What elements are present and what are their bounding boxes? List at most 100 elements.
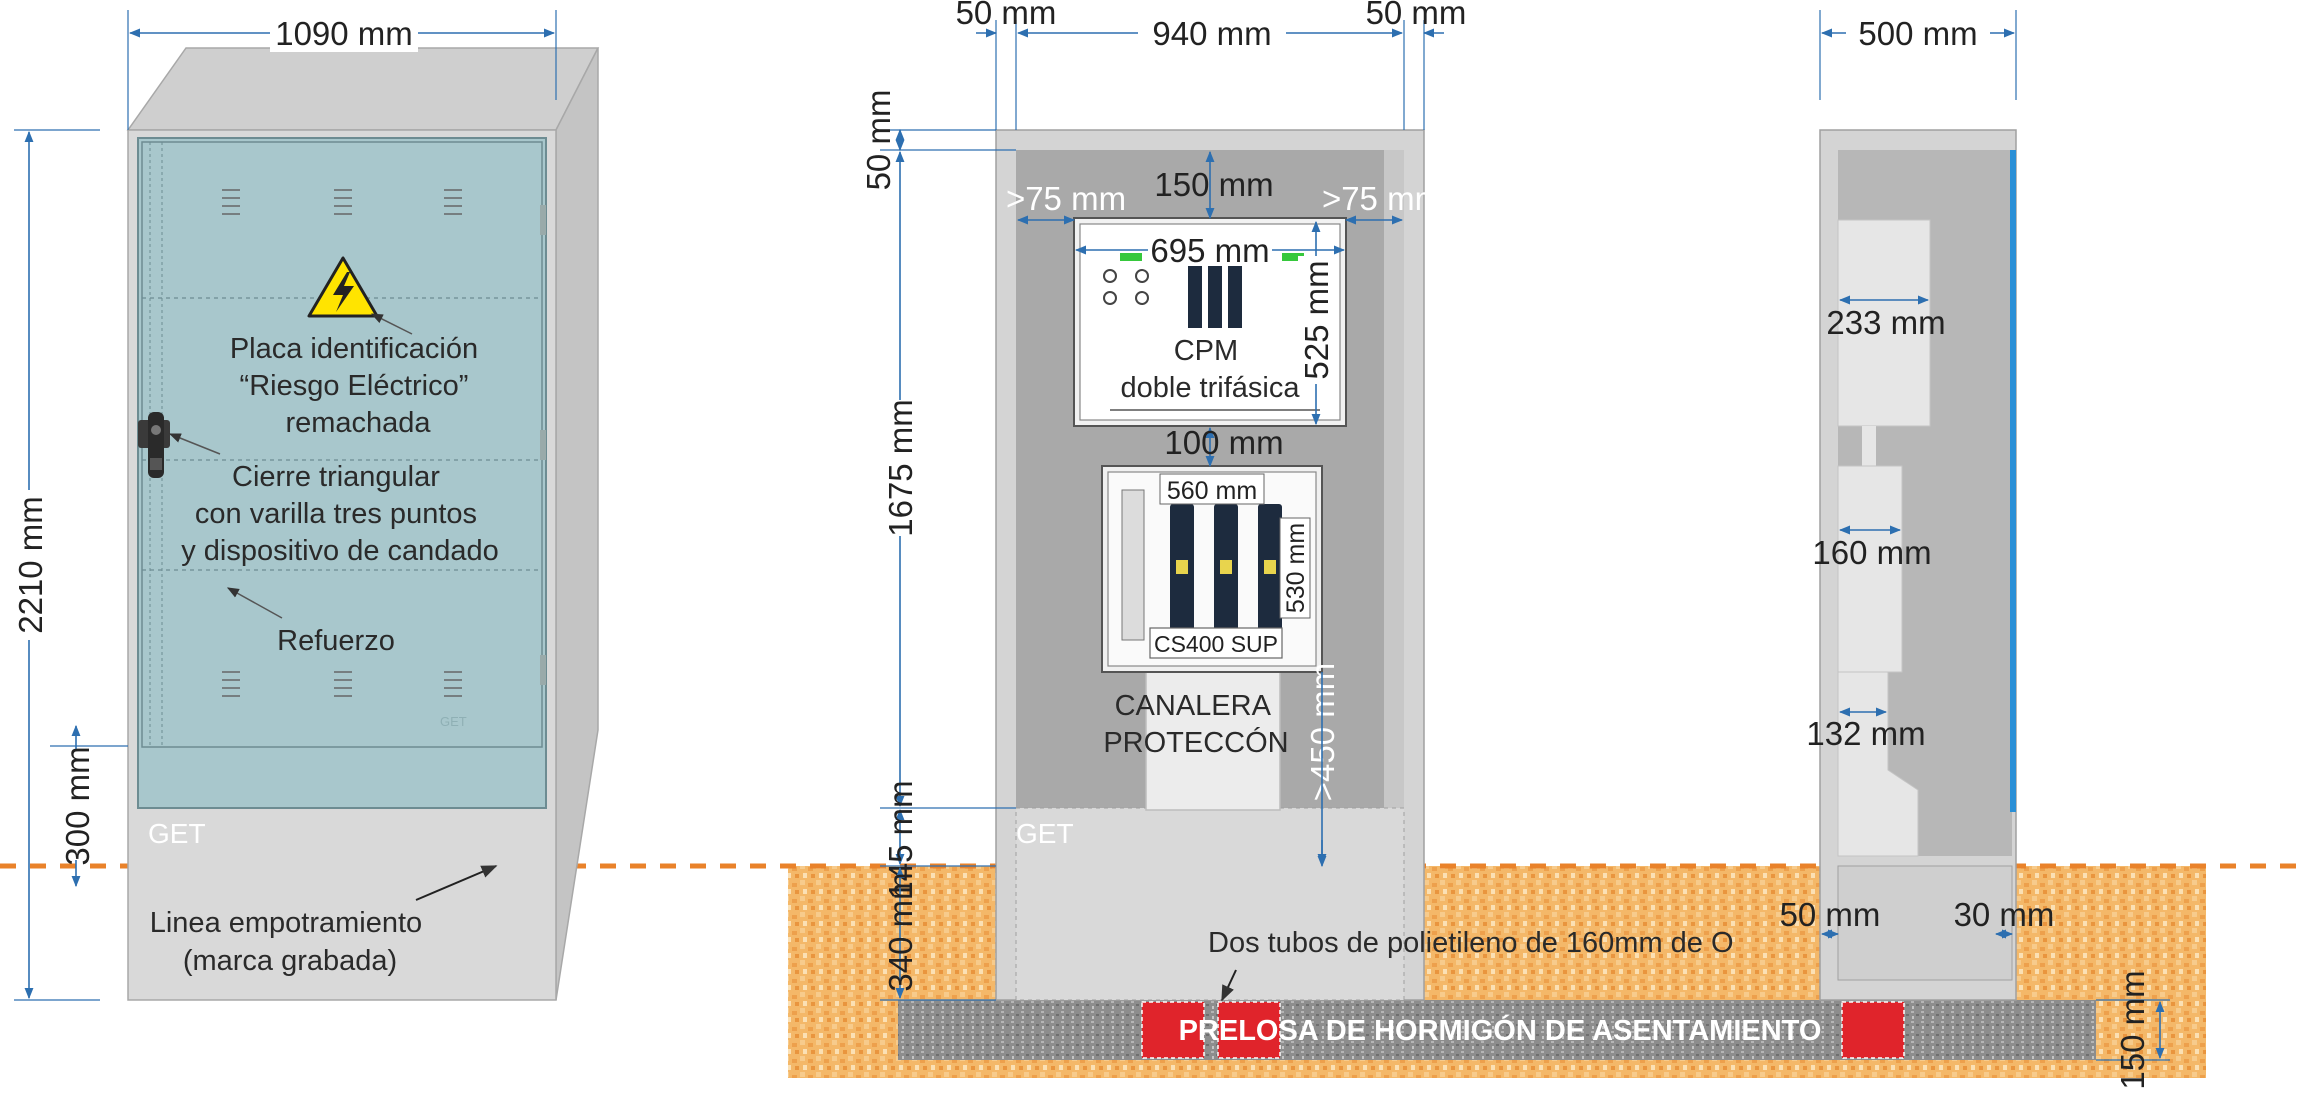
cpm-green-left-icon	[1120, 253, 1142, 261]
left-gap-dim: 50 mm	[956, 0, 1057, 31]
inner-width-dim: 940 mm	[1152, 15, 1271, 52]
right-gap-dim: 50 mm	[1366, 0, 1467, 31]
embed-note: Linea empotramiento (marca grabada)	[150, 907, 431, 977]
cs-height-dim: 530 mm	[1282, 523, 1310, 613]
embed-note-line-2: (marca grabada)	[183, 945, 397, 977]
channel-label-line-1: CANALERA	[1115, 690, 1272, 722]
reinforcement-leader	[226, 587, 283, 619]
clear-left-dim: >75 mm	[1006, 180, 1126, 217]
protection-channel	[1145, 667, 1281, 811]
cpm-fuse-2-icon	[1208, 266, 1222, 328]
plate-note-line-2: “Riesgo Eléctrico”	[240, 370, 469, 402]
cs-width-bg	[1159, 473, 1265, 505]
cpm-width-dim: 695 mm	[1150, 232, 1269, 269]
front-get-label: GET	[148, 818, 206, 849]
tube-2	[1217, 1001, 1281, 1059]
interior-get-label: GET	[1016, 818, 1074, 849]
cpm-height-dim: 525 mm	[1298, 260, 1335, 379]
cpm-fuse-1-icon	[1188, 266, 1202, 328]
door-inner-panel	[141, 141, 543, 748]
channel-depth-dim: 132 mm	[1806, 715, 1925, 752]
tubes-note: Dos tubos de polietileno de 160mm de O	[1208, 927, 1734, 959]
vent-group-bottom	[222, 671, 462, 697]
embed-note-line-1: Linea empotramiento	[150, 907, 422, 939]
side-base	[1837, 865, 2013, 981]
vent-top-1-icon	[222, 189, 240, 215]
side-channel-profile	[1837, 671, 1919, 857]
base-right-dim: 30 mm	[1954, 896, 2055, 933]
cpm-height-bg	[1298, 256, 1336, 384]
inner-height-dim: 1675 mm	[882, 399, 919, 537]
front-base-dim: 300 mm	[59, 746, 96, 865]
top-dim: 50 mm	[860, 90, 897, 191]
lock-note-line-1: Cierre triangular	[232, 461, 440, 493]
front-view: GET GET Placa identificación “Riesgo Elé…	[10, 10, 600, 1001]
channel-label-line-2: PROTECCÓN	[1103, 726, 1288, 759]
cs-indicator-1-icon	[1176, 560, 1188, 574]
slab-label: PRELOSA DE HORMIGÓN DE ASENTAMIENTO	[1179, 1013, 1822, 1047]
cabinet-top	[126, 47, 600, 131]
front-height-dim: 2210 mm	[12, 496, 49, 634]
tubes-leader	[1221, 969, 1237, 1002]
vent-bottom-3-icon	[444, 671, 462, 697]
slab-dim: 150 mm	[2114, 970, 2151, 1089]
cs-label-box	[1149, 627, 1283, 659]
plate-leader	[370, 313, 413, 335]
lock-note-line-2: con varilla tres puntos	[195, 498, 477, 530]
side-cpm-profile	[1837, 219, 1931, 427]
plate-note: Placa identificación “Riesgo Eléctrico” …	[230, 333, 486, 439]
cpm-label: CPM doble trifásica	[1121, 335, 1301, 404]
vent-group-top	[222, 189, 462, 215]
inner-height-bg	[882, 400, 918, 536]
side-cs-profile	[1837, 465, 1903, 673]
reinforcement-note: Refuerzo	[277, 625, 395, 657]
side-door-edge	[2010, 150, 2016, 812]
interior-right-wall	[1384, 150, 1404, 810]
lock-note: Cierre triangular con varilla tres punto…	[181, 461, 499, 567]
clear-right-dim: >75 mm	[1322, 180, 1442, 217]
tube-1	[1141, 1001, 1205, 1059]
base-left-dim: 50 mm	[1780, 896, 1881, 933]
vent-bottom-1-icon	[222, 671, 240, 697]
gap-dim: 100 mm	[1164, 424, 1283, 461]
cpm-label-line-1: CPM	[1174, 335, 1238, 367]
cs-depth-dim: 160 mm	[1812, 534, 1931, 571]
embed-leader	[415, 865, 498, 901]
cpm-green-right-icon	[1282, 253, 1304, 261]
side-cpm-bracket	[1862, 426, 1876, 466]
tube-3	[1841, 1001, 1905, 1059]
lock-note-line-3: y dispositivo de candado	[181, 535, 499, 567]
cpm-depth-dim: 233 mm	[1826, 304, 1945, 341]
electrical-risk-sign-icon	[307, 256, 379, 318]
front-width-dim: 1090 mm	[275, 15, 413, 52]
vent-top-2-icon	[334, 189, 352, 215]
side-depth-bg	[1846, 14, 1990, 52]
interior-base	[1015, 807, 1405, 1001]
cs-label: CS400 SUP	[1154, 631, 1278, 657]
side-depth-dim: 500 mm	[1858, 15, 1977, 52]
cabinet-side	[555, 47, 599, 1001]
front-width-bg	[270, 14, 418, 52]
front-base-bg	[56, 750, 94, 860]
hinge-bottom-icon	[540, 655, 546, 685]
cpm-top-dim: 150 mm	[1154, 166, 1273, 203]
cs-height-bg	[1279, 517, 1311, 619]
cpm-fuse-3-icon	[1228, 266, 1242, 328]
vent-top-3-icon	[444, 189, 462, 215]
door-logo: GET	[440, 714, 467, 729]
cs-indicator-3-icon	[1264, 560, 1276, 574]
hinge-mid-icon	[540, 430, 546, 460]
cpm-terminal-4-icon	[1135, 291, 1149, 305]
interior-view: GET CPM doble trifásica	[860, 0, 2170, 1090]
cs-neutral-bar-icon	[1121, 489, 1145, 641]
hinge-top-icon	[540, 205, 546, 235]
plate-note-line-3: remachada	[285, 407, 431, 439]
buried-dim: 340 mm	[882, 872, 919, 991]
cs-width-dim: 560 mm	[1167, 477, 1257, 505]
triangular-lock-icon	[138, 412, 170, 478]
cpm-terminal-2-icon	[1103, 291, 1117, 305]
front-height-bg	[10, 490, 48, 640]
plate-note-line-1: Placa identificación	[230, 333, 478, 365]
lock-leader	[168, 433, 221, 455]
